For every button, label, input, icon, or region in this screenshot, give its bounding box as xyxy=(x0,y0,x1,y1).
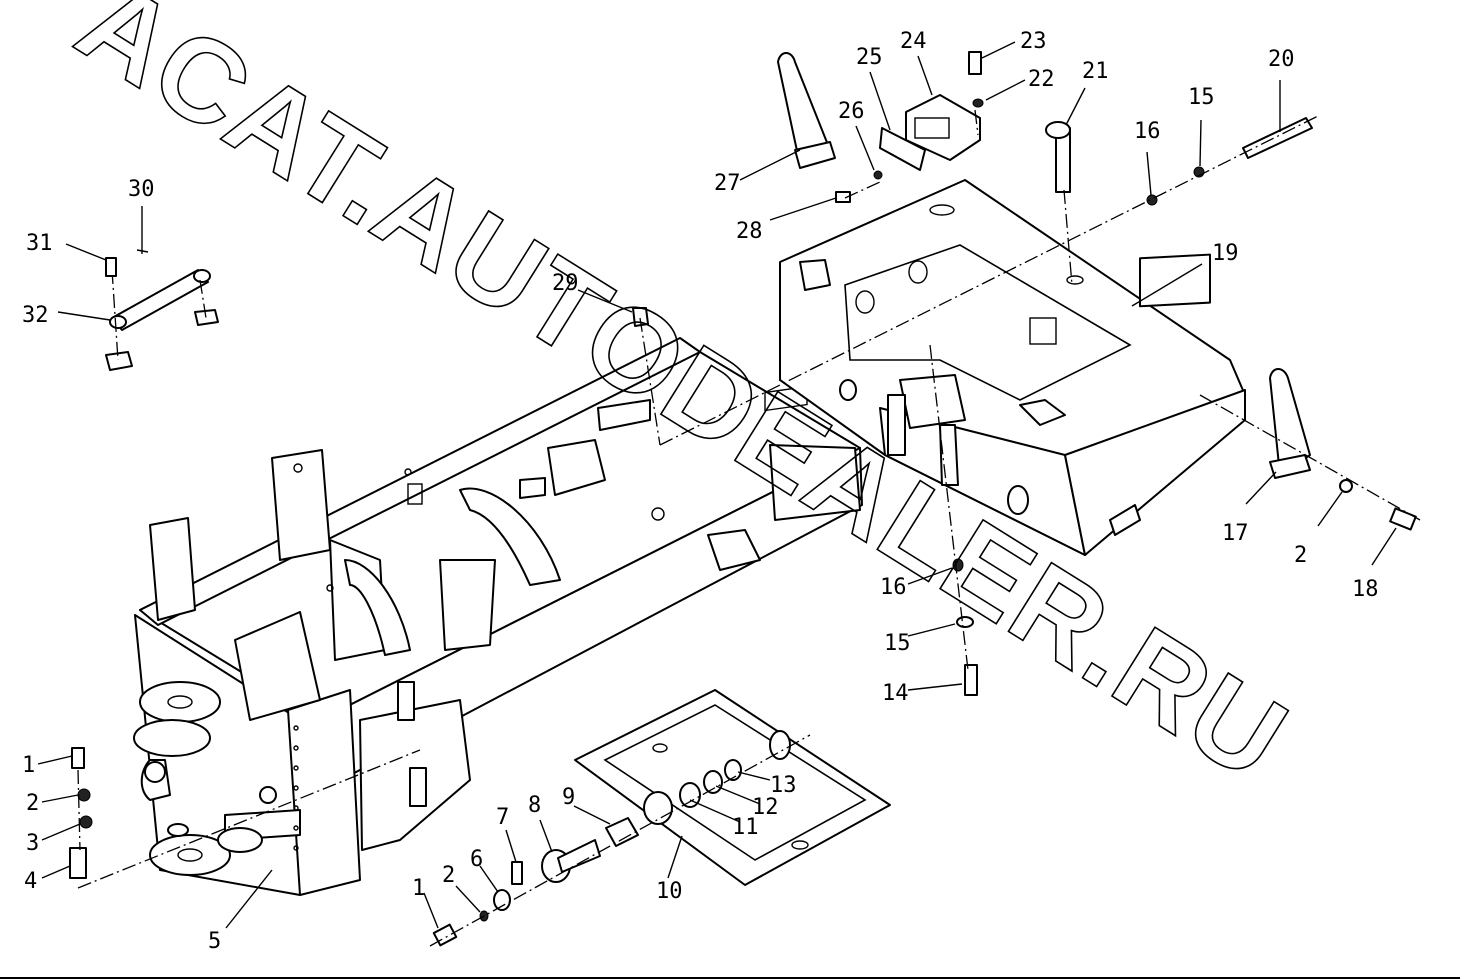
callout-15b: 15 xyxy=(884,631,911,656)
fastener-parts xyxy=(69,51,1417,947)
callout-17: 17 xyxy=(1222,521,1249,546)
callout-29: 29 xyxy=(552,271,579,296)
callout-23: 23 xyxy=(1020,29,1047,54)
callout-3: 3 xyxy=(26,831,39,856)
callout-28: 28 xyxy=(736,219,763,244)
callout-2b: 2 xyxy=(442,863,455,888)
callout-1: 1 xyxy=(22,753,35,778)
callout-18: 18 xyxy=(1352,577,1379,602)
callout-2c: 2 xyxy=(1294,543,1307,568)
callout-2: 2 xyxy=(26,791,39,816)
callout-25: 25 xyxy=(856,45,883,70)
callout-12: 12 xyxy=(752,795,779,820)
callout-5: 5 xyxy=(208,929,221,954)
callout-6: 6 xyxy=(470,847,483,872)
callout-16b: 16 xyxy=(880,575,907,600)
leader-lines xyxy=(37,41,1397,929)
main-frame xyxy=(133,337,863,896)
callout-19: 19 xyxy=(1212,241,1239,266)
callout-13: 13 xyxy=(770,773,797,798)
callout-32: 32 xyxy=(22,303,49,328)
callout-22: 22 xyxy=(1028,67,1055,92)
callout-15: 15 xyxy=(1188,85,1215,110)
callout-7: 7 xyxy=(496,805,509,830)
callout-26: 26 xyxy=(838,99,865,124)
callout-10: 10 xyxy=(656,879,683,904)
assembly-centerlines xyxy=(77,109,1421,947)
callout-24: 24 xyxy=(900,29,927,54)
callout-30: 30 xyxy=(128,177,155,202)
callout-27: 27 xyxy=(714,171,741,196)
callout-21: 21 xyxy=(1082,59,1109,84)
callout-16: 16 xyxy=(1134,119,1161,144)
part-callouts: 1 2 3 4 5 1 2 6 7 8 9 10 11 12 13 14 15 … xyxy=(22,29,1379,954)
callout-9: 9 xyxy=(562,785,575,810)
callout-1b: 1 xyxy=(412,876,425,901)
callout-31: 31 xyxy=(26,231,53,256)
callout-8: 8 xyxy=(528,793,541,818)
callout-4: 4 xyxy=(24,869,37,894)
counterweight-box xyxy=(779,179,1246,556)
hitch-bar xyxy=(105,249,219,371)
callout-11: 11 xyxy=(732,815,759,840)
callout-14: 14 xyxy=(882,681,909,706)
bottom-guard-plate xyxy=(574,689,891,886)
callout-20: 20 xyxy=(1268,47,1295,72)
